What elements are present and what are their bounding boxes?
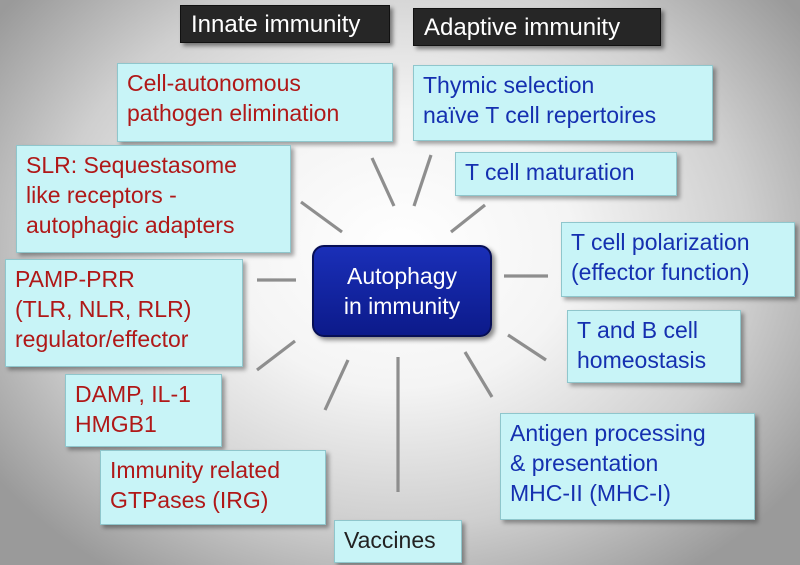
box-antigen-processing-line-2: & presentation	[510, 450, 659, 476]
box-antigen-processing-line-3: MHC-II (MHC-I)	[510, 480, 671, 506]
box-thymic-selection-line-2: naïve T cell repertoires	[423, 102, 657, 128]
spoke-thymic	[412, 154, 433, 207]
box-damp-line-1: DAMP, IL-1	[75, 381, 191, 407]
innate-immunity-header: Innate immunity	[180, 5, 390, 43]
spoke-maturation	[450, 203, 486, 234]
box-t-cell-maturation: T cell maturation	[455, 152, 677, 196]
box-t-cell-polarization-line-2: (effector function)	[571, 259, 750, 285]
box-slr-line-3: autophagic adapters	[26, 212, 235, 238]
center-line-1: Autophagy	[347, 263, 457, 289]
box-t-cell-polarization: T cell polarization (effector function)	[561, 222, 795, 297]
box-damp: DAMP, IL-1 HMGB1	[65, 374, 222, 447]
box-antigen-processing: Antigen processing & presentation MHC-II…	[500, 413, 755, 520]
spoke-slr	[300, 200, 343, 234]
spoke-damp	[256, 339, 296, 372]
box-slr-line-1: SLR: Sequestasome	[26, 152, 237, 178]
box-t-b-homeostasis: T and B cell homeostasis	[567, 310, 741, 383]
box-thymic-selection: Thymic selection naïve T cell repertoire…	[413, 65, 713, 141]
box-irg-line-1: Immunity related	[110, 457, 281, 483]
spoke-irg	[323, 359, 350, 411]
box-vaccines-line-1: Vaccines	[344, 527, 436, 553]
box-vaccines: Vaccines	[334, 520, 462, 563]
box-irg-line-2: GTPases (IRG)	[110, 487, 269, 513]
box-pamp-prr: PAMP-PRR (TLR, NLR, RLR) regulator/effec…	[5, 259, 243, 367]
box-thymic-selection-line-1: Thymic selection	[423, 72, 595, 98]
box-t-cell-maturation-line-1: T cell maturation	[465, 159, 635, 185]
box-t-b-homeostasis-line-2: homeostasis	[577, 347, 707, 373]
box-pamp-prr-line-2: (TLR, NLR, RLR)	[15, 296, 192, 322]
box-irg: Immunity related GTPases (IRG)	[100, 450, 326, 525]
box-damp-line-2: HMGB1	[75, 411, 157, 437]
spoke-cell-autonomous	[370, 157, 396, 207]
adaptive-immunity-header: Adaptive immunity	[413, 8, 661, 46]
spoke-antigen	[463, 351, 494, 398]
box-antigen-processing-line-1: Antigen processing	[510, 420, 706, 446]
box-pamp-prr-line-1: PAMP-PRR	[15, 266, 135, 292]
center-autophagy-node: Autophagy in immunity	[312, 245, 492, 337]
box-pamp-prr-line-3: regulator/effector	[15, 326, 189, 352]
box-slr: SLR: Sequestasome like receptors - autop…	[16, 145, 291, 253]
box-t-b-homeostasis-line-1: T and B cell	[577, 317, 699, 343]
box-cell-autonomous-line-1: Cell-autonomous	[127, 70, 301, 96]
spoke-homeostasis	[507, 333, 547, 362]
box-cell-autonomous-line-2: pathogen elimination	[127, 100, 340, 126]
box-cell-autonomous: Cell-autonomous pathogen elimination	[117, 63, 393, 142]
box-t-cell-polarization-line-1: T cell polarization	[571, 229, 750, 255]
center-line-2: in immunity	[343, 293, 461, 319]
box-slr-line-2: like receptors -	[26, 182, 177, 208]
